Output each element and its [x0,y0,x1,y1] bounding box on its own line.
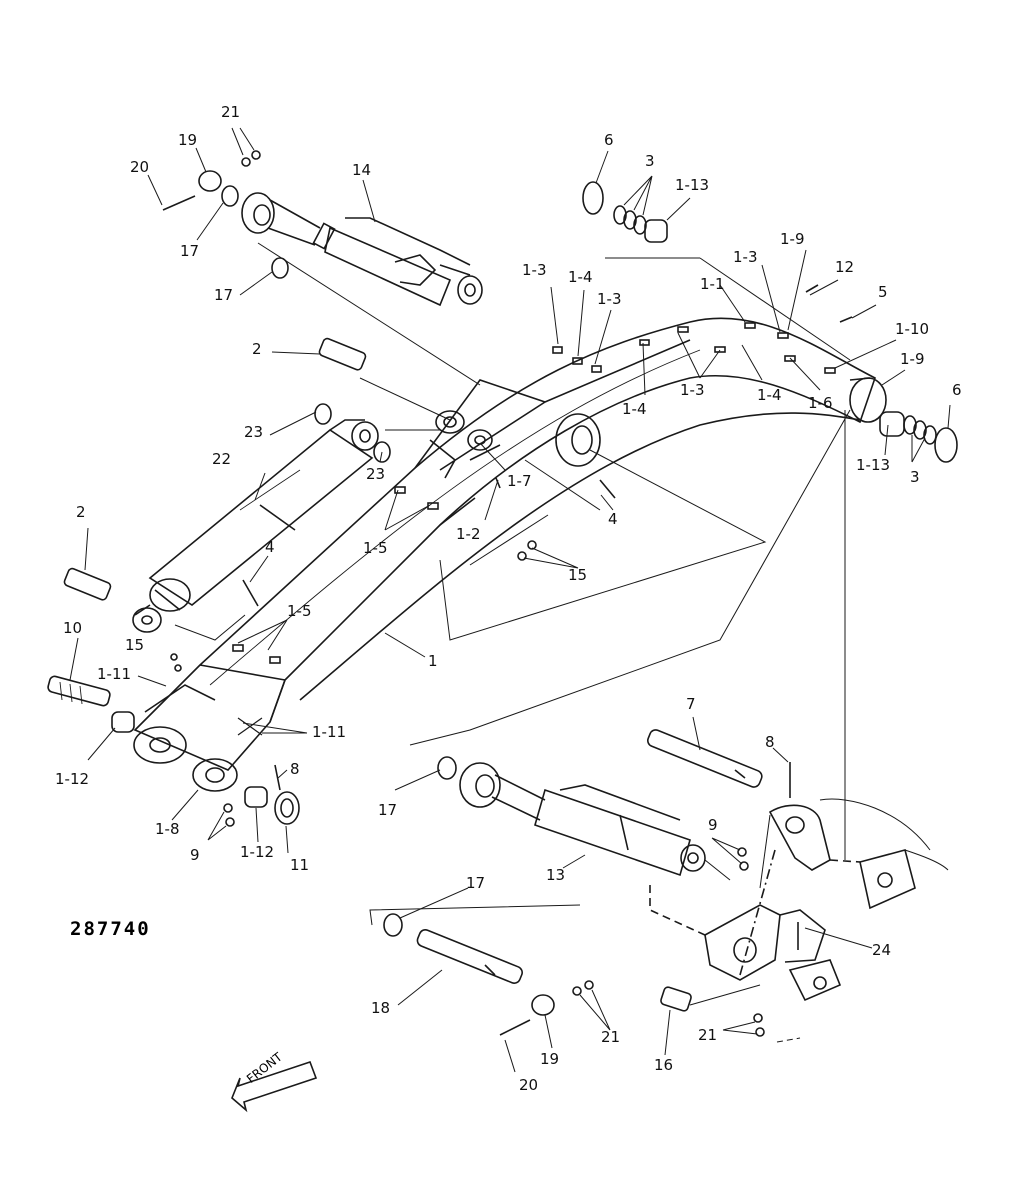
callout-label: 1-9 [900,350,925,368]
callout-label: 1-10 [895,320,930,338]
drawing-reference-number: 287740 [70,918,151,940]
callout-label: 1-12 [240,843,275,861]
callout-label: 22 [212,450,232,468]
callout-label: 4 [265,538,275,556]
callout-label: 2 [252,340,262,358]
callout-label: 1-1 [700,275,725,293]
callout-label: 17 [214,286,234,304]
callout-label: 6 [604,131,614,149]
mount-bracket [649,410,949,1002]
cylinder-14 [241,192,483,307]
callout-label: 1-4 [568,268,593,286]
callout-label: 21 [601,1028,621,1046]
callout-label: 14 [352,161,372,179]
callout-label: 1-8 [155,820,180,838]
callout-label: 1-9 [780,230,805,248]
callout-label: 17 [378,801,398,819]
callout-label: 1 [428,652,438,670]
callout-label: 20 [130,158,150,176]
callout-label: 1-4 [757,386,782,404]
pin-7 [647,729,763,788]
callout-label: 9 [708,816,718,834]
callout-label: 3 [910,468,920,486]
callout-label: 1-3 [733,248,758,266]
callout-label: 24 [872,941,892,959]
callout-label: 1-11 [97,665,132,683]
callout-label: 6 [952,381,962,399]
callout-label: 20 [519,1076,539,1094]
callout-label: 10 [63,619,83,637]
callout-label: 4 [608,510,618,528]
boom-body [133,317,887,792]
pin-16 [660,986,692,1012]
callout-label: 1-3 [597,290,622,308]
callout-label: 15 [125,636,145,654]
callout-label: 1-13 [675,176,710,194]
callout-label: 8 [290,760,300,778]
callout-label: 12 [835,258,855,276]
callout-label: 13 [546,866,566,884]
pin-2-lower [63,567,112,601]
callout-label: 11 [290,856,310,874]
callout-label: 2 [76,503,86,521]
callout-label: 1-3 [680,381,705,399]
callout-label: 1-3 [522,261,547,279]
pin-10 [47,675,111,707]
front-arrow-icon [231,1060,318,1113]
callout-label: 23 [244,423,264,441]
pin-18 [416,928,523,984]
callout-label: 1-6 [808,394,833,412]
callout-label: 1-5 [287,602,312,620]
callout-label: 1-4 [622,400,647,418]
callout-label: 3 [645,152,655,170]
callout-label: 5 [878,283,888,301]
cylinder-22 [132,419,379,633]
pin-2-upper [318,337,367,371]
callout-label: 1-11 [312,723,347,741]
callout-label: 18 [371,999,391,1017]
callout-label: 17 [466,874,486,892]
cylinder-13 [459,762,706,877]
callout-label: 19 [540,1050,560,1068]
washers-and-bushings [111,150,958,1037]
callout-label: 15 [568,566,588,584]
callout-label: 7 [686,695,696,713]
callout-label: 1-13 [856,456,891,474]
callout-label: 17 [180,242,200,260]
callout-label: 16 [654,1056,674,1074]
leader-lines [69,127,951,1073]
callout-label: 23 [366,465,386,483]
callout-label: 21 [221,103,241,121]
callout-label: 21 [698,1026,718,1044]
callout-label: 8 [765,733,775,751]
callout-label: 1-12 [55,770,90,788]
callout-label: 1-5 [363,539,388,557]
callout-label: 19 [178,131,198,149]
callout-label: 9 [190,846,200,864]
callout-label: 1-7 [507,472,532,490]
callout-label: 1-2 [456,525,481,543]
